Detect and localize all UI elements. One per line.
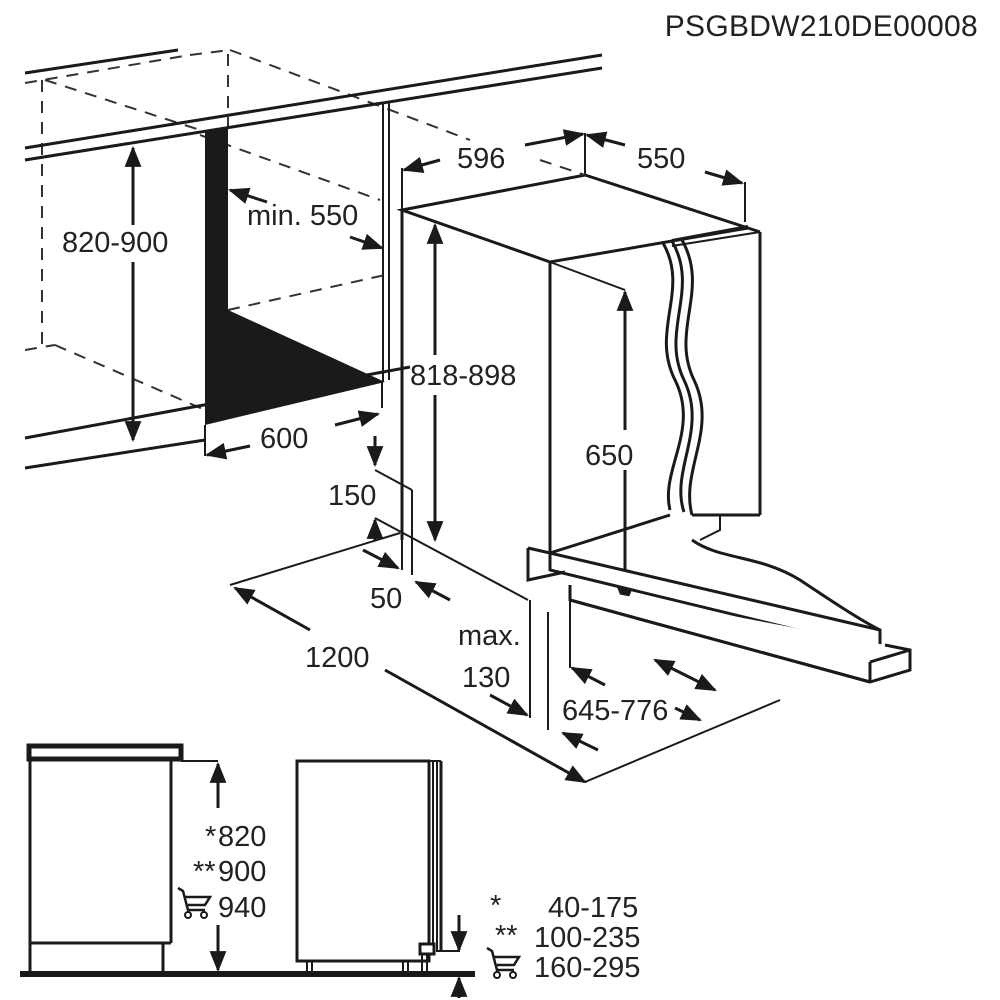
niche-side-panel <box>205 127 385 425</box>
range-1-value: 40-175 <box>548 892 638 924</box>
niche-width-label: 600 <box>260 423 308 455</box>
appliance-height-label: 818-898 <box>410 360 516 392</box>
total-depth-label: 1200 <box>305 642 370 674</box>
side-view-left: * 820 ** 900 940 <box>20 743 475 977</box>
floor-dimensions: 150 50 1200 max. 130 645-776 <box>229 436 781 784</box>
door-panel-height-label: 650 <box>585 440 633 472</box>
range-1-marker: * <box>490 890 501 922</box>
height-900-value: 900 <box>218 856 266 888</box>
door-clearance-label: max. <box>458 620 521 652</box>
niche-depth-label: min. 550 <box>247 200 358 232</box>
range-3-value: 160-295 <box>534 952 640 984</box>
range-2-value: 100-235 <box>534 922 640 954</box>
range-2-marker: ** <box>495 920 518 952</box>
side-view-right: * 40-175 ** 100-235 160-295 <box>295 759 640 998</box>
niche-drawing: 820-900 min. 550 600 <box>24 48 603 470</box>
cart-icon <box>486 946 522 979</box>
door-opening-label: 645-776 <box>562 695 668 727</box>
height-900-label: ** <box>193 856 216 888</box>
appliance-drawing: 596 550 818-898 650 <box>396 129 912 692</box>
appliance-depth-label: 550 <box>637 143 685 175</box>
niche-height-label: 820-900 <box>62 227 168 259</box>
height-940-value: 940 <box>218 892 266 924</box>
plinth-height-label: 150 <box>328 480 376 512</box>
door-clearance-value: 130 <box>462 662 510 694</box>
cart-icon <box>177 886 213 919</box>
height-820-label: * <box>205 821 216 853</box>
document-code: PSGBDW210DE00008 <box>664 10 978 43</box>
appliance-width-label: 596 <box>457 143 505 175</box>
height-820-value: 820 <box>218 821 266 853</box>
plinth-depth-label: 50 <box>370 583 402 615</box>
